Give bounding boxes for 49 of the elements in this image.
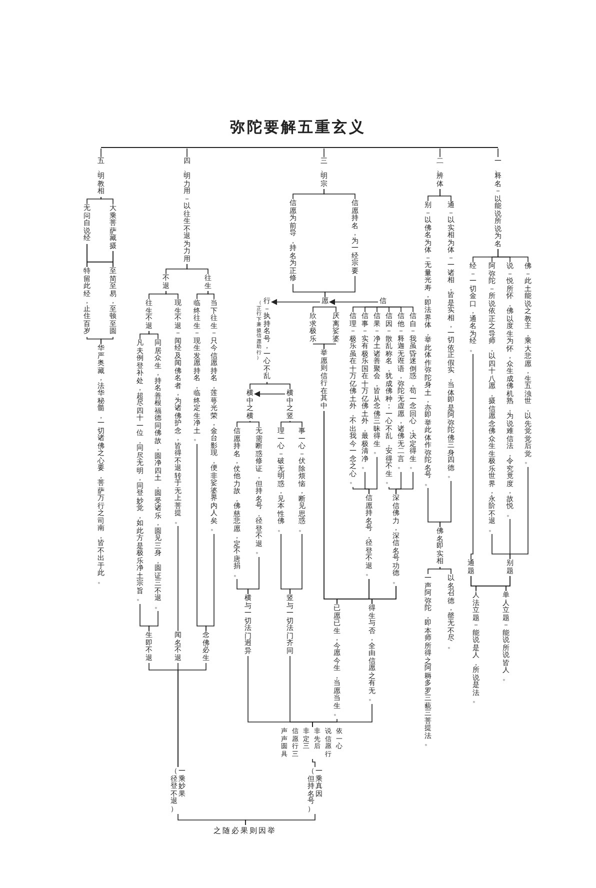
connector-line xyxy=(250,420,260,428)
connector-line xyxy=(266,382,290,390)
connector-line xyxy=(86,244,88,268)
connector-line xyxy=(324,306,336,312)
connector-line xyxy=(250,382,268,390)
connector-line xyxy=(290,420,302,428)
connector-line xyxy=(440,566,452,574)
connector-line xyxy=(100,196,114,204)
connector-line xyxy=(196,290,208,300)
connector-line xyxy=(352,486,370,494)
connector-line xyxy=(208,290,214,300)
arrow xyxy=(271,299,320,305)
connector-line xyxy=(292,188,324,200)
connector-line xyxy=(236,420,250,428)
connector-line xyxy=(140,604,150,632)
connector-line xyxy=(148,290,166,300)
arrow xyxy=(329,299,378,305)
connector-line xyxy=(382,306,390,312)
connector-line xyxy=(470,354,474,560)
connector-line xyxy=(166,290,178,300)
connector-line xyxy=(86,196,102,204)
connector-line xyxy=(245,814,316,826)
connector-line xyxy=(312,344,324,350)
connector-line xyxy=(292,284,326,298)
connector-line xyxy=(428,188,440,202)
arrow xyxy=(254,391,286,397)
connector-line xyxy=(428,566,440,574)
connector-line xyxy=(148,662,178,768)
connector-line xyxy=(324,410,338,604)
connector-line xyxy=(86,336,102,344)
connector-line xyxy=(492,534,510,560)
connector-line xyxy=(280,420,290,428)
connector-line xyxy=(166,264,188,274)
connector-line xyxy=(352,306,384,312)
connector-line xyxy=(312,718,338,728)
connector-line xyxy=(280,534,290,594)
connector-line xyxy=(472,248,498,262)
connector-line xyxy=(186,148,188,158)
connector-line xyxy=(148,330,158,340)
connector-line xyxy=(388,486,396,494)
connector-line xyxy=(140,330,150,340)
connector-line xyxy=(312,758,316,768)
connector-line xyxy=(196,444,206,632)
connector-line xyxy=(100,148,102,158)
connector-line xyxy=(236,578,248,594)
connector-line xyxy=(470,576,476,592)
diagram-title: 弥陀要解五重玄义 xyxy=(229,118,367,137)
connector-line xyxy=(428,488,440,528)
connector-line xyxy=(312,306,326,312)
